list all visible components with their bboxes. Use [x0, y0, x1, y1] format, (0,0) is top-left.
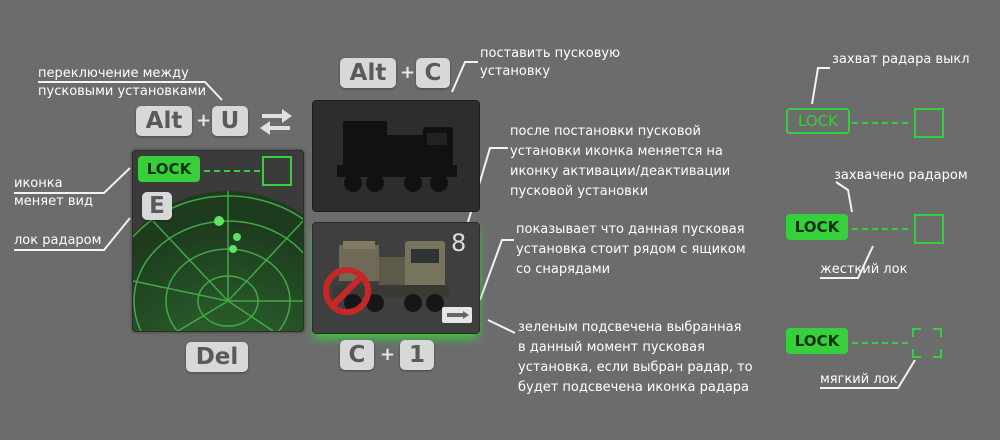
note-line: после постановки пусковой [510, 124, 701, 139]
key-c-select[interactable]: C [340, 340, 374, 370]
launcher-truck-icon [313, 101, 479, 211]
note-line: меняет вид [14, 194, 93, 209]
note-hard-lock: жесткий лок [820, 262, 908, 277]
lock-dashed-link [852, 122, 908, 124]
note-line: пусковыми установками [38, 84, 207, 99]
note-line: установки иконка меняется на [510, 144, 723, 159]
note-line: иконку активации/деактивации [510, 164, 731, 179]
note-radar-lock: лок радаром [14, 233, 102, 248]
swap-arrows-icon [260, 109, 292, 135]
lock-badge-soft: LOCK [786, 328, 848, 354]
lock-dashed-link [852, 342, 908, 344]
lock-badge-off: LOCK [786, 108, 850, 134]
note-line: установка стоит рядом с ящиком [516, 242, 746, 257]
note-green-highlight: зеленым подсвечена выбранная в данный мо… [518, 318, 753, 398]
lock-dashed-link [852, 228, 908, 230]
launcher-slot-selected[interactable]: 8 [312, 222, 480, 334]
note-line: в данный момент пусковая [518, 340, 705, 355]
note-switch-launchers-2: пусковыми установками [38, 82, 206, 102]
key-alt-place[interactable]: Alt [340, 58, 396, 88]
note-icon-changes: иконка [14, 174, 63, 194]
note-line: будет подсвечена иконка радара [518, 380, 750, 395]
note-line: зеленым подсвечена выбранная [518, 320, 742, 335]
lock-target-square [914, 214, 944, 244]
ammo-box-icon [442, 307, 472, 323]
note-switch-launchers: переключение между [38, 64, 189, 84]
lock-dashed-link [204, 170, 260, 172]
note-after-place: после постановки пусковой установки икон… [510, 122, 730, 202]
lock-target-square [914, 108, 944, 138]
key-1[interactable]: 1 [400, 340, 434, 370]
plus-sign: + [196, 110, 212, 131]
key-c-place[interactable]: C [416, 58, 450, 88]
key-alt[interactable]: Alt [136, 106, 192, 136]
launcher-truck-icon [313, 223, 479, 333]
key-e[interactable]: E [142, 192, 172, 220]
note-line: поставить пусковую [480, 46, 621, 61]
note-place-launcher-2: установку [480, 62, 550, 82]
soft-lock-bracket-icon [912, 328, 942, 358]
note-soft-lock: мягкий лок [820, 372, 898, 387]
key-u[interactable]: U [212, 106, 248, 136]
note-line: установку [480, 64, 551, 79]
note-line: со снарядами [516, 262, 611, 277]
note-line: установка, если выбран радар, то [518, 360, 753, 375]
key-del[interactable]: Del [186, 342, 248, 372]
lock-badge-hard: LOCK [786, 214, 848, 240]
plus-sign: + [380, 344, 396, 365]
lock-badge-active[interactable]: LOCK [138, 156, 200, 182]
lock-target-square [262, 156, 292, 186]
prohibited-icon [323, 267, 371, 315]
note-near-ammo: показывает что данная пусковая установка… [516, 220, 746, 280]
note-line: иконка [14, 176, 63, 191]
note-radar-locked: захвачено радаром [834, 168, 968, 183]
note-radar-lock-off: захват радара выкл [832, 52, 970, 67]
note-line: переключение между [38, 66, 189, 81]
note-icon-changes-2: меняет вид [14, 192, 93, 212]
launcher-slot-placing[interactable] [312, 100, 480, 212]
radar-scope-icon [133, 191, 303, 331]
note-place-launcher: поставить пусковую [480, 44, 620, 64]
note-line: показывает что данная пусковая [516, 222, 745, 237]
ammo-count: 8 [451, 229, 467, 257]
note-line: пусковой установки [510, 184, 649, 199]
plus-sign: + [400, 62, 416, 83]
